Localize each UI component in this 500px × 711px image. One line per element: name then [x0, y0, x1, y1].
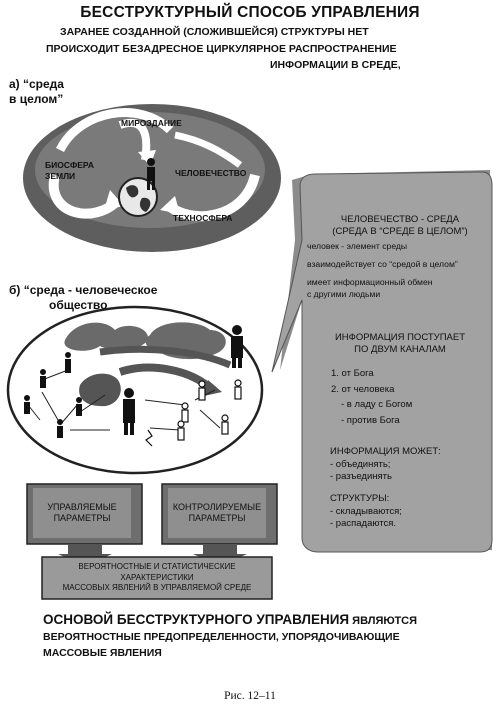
figure-caption: Рис. 12–11 — [224, 690, 276, 702]
statistical-characteristics-box: ВЕРОЯТНОСТНЫЕ И СТАТИСТИЧЕСКИЕ ХАРАКТЕРИ… — [42, 562, 272, 594]
callout-text-1: человек - элемент среды — [307, 241, 408, 251]
managed-line-2: ПАРАМЕТРЫ — [53, 513, 111, 523]
managed-line-1: УПРАВЛЯЕМЫЕ — [47, 502, 117, 512]
info-channels-heading: ИНФОРМАЦИЯ ПОСТУПАЕТ ПО ДВУМ КАНАЛАМ — [312, 332, 488, 356]
info-may-unite: - объединять; — [330, 458, 391, 470]
subtitle-line-2: ПРОИСХОДИТ БЕЗАДРЕСНОЕ ЦИРКУЛЯРНОЕ РАСПР… — [46, 43, 397, 55]
structures-block: СТРУКТУРЫ: - складываются; - распадаются… — [330, 493, 402, 531]
cloud-shape-3 — [79, 373, 121, 407]
info-may-heading: ИНФОРМАЦИЯ МОЖЕТ: — [330, 446, 441, 457]
people-light — [177, 379, 242, 441]
diagram-b-label-line-2: общество — [49, 298, 108, 312]
diagram-b-label: б) “среда - человеческое общество — [9, 283, 157, 313]
channel-human-against-god: - против Бога — [341, 414, 400, 426]
conclusion-line-1: ОСНОВОЙ БЕССТРУКТУРНОГО УПРАВЛЕНИЯ ЯВЛЯЮ… — [43, 612, 417, 627]
channel-human-with-god: - в ладу с Богом — [341, 399, 413, 410]
result-line-2: ХАРАКТЕРИСТИКИ — [120, 572, 194, 582]
label-biosfera-line-2: ЗЕМЛИ — [45, 171, 76, 181]
globe-icon — [118, 177, 158, 217]
info-may-block: ИНФОРМАЦИЯ МОЖЕТ: - объединять; - разъед… — [330, 446, 441, 484]
page-title: БЕССТРУКТУРНЫЙ СПОСОБ УПРАВЛЕНИЯ — [80, 4, 420, 21]
diagram-a-label: а) “среда в целом” — [9, 77, 64, 107]
info-may-divide: - разъединять — [330, 471, 392, 482]
result-line-3: МАССОВЫХ ЯВЛЕНИЙ В УПРАВЛЯЕМОЙ СРЕДЕ — [62, 583, 252, 592]
controlled-line-2: ПАРАМЕТРЫ — [188, 513, 246, 523]
people-dark — [24, 325, 243, 438]
diagram-a-label-line-1: а) “среда — [9, 77, 64, 91]
callout-human-text: человек - элемент среды взаимодействует … — [307, 240, 458, 300]
callout-heading: ЧЕЛОВЕЧЕСТВО - СРЕДА (СРЕДА В “СРЕДЕ В Ц… — [312, 214, 488, 238]
label-tehnosfera: ТЕХНОСФЕРА — [173, 213, 233, 223]
label-biosfera-line-1: БИОСФЕРА — [45, 160, 94, 170]
structures-form: - складываются; — [330, 505, 402, 517]
controlled-line-1: КОНТРОЛИРУЕМЫЕ — [172, 502, 262, 512]
conclusion-line-2: ВЕРОЯТНОСТНЫЕ ПРЕДОПРЕДЕЛЕННОСТИ, УПОРЯД… — [43, 631, 400, 643]
subtitle-line-1: ЗАРАНЕЕ СОЗДАННОЙ (СЛОЖИВШЕЙСЯ) СТРУКТУР… — [60, 26, 369, 38]
subtitle-line-3: ИНФОРМАЦИИ В СРЕДЕ, — [270, 59, 401, 71]
structures-decay: - распадаются. — [330, 518, 397, 529]
controlled-parameters-box: КОНТРОЛИРУЕМЫЕ ПАРАМЕТРЫ — [168, 502, 266, 524]
conclusion-rest: ЯВЛЯЮТСЯ — [349, 615, 418, 627]
callout-bubble — [271, 170, 493, 553]
label-biosfera: БИОСФЕРА ЗЕМЛИ — [45, 160, 94, 182]
callout-heading-line-1: ЧЕЛОВЕЧЕСТВО - СРЕДА — [340, 214, 460, 225]
info-channels-list: 1. от Бога 2. от человека - в ладу с Бог… — [331, 366, 412, 428]
diagram-a-label-line-2: в целом” — [9, 92, 64, 106]
info-heading-line-1: ИНФОРМАЦИЯ ПОСТУПАЕТ — [334, 332, 466, 343]
person-icon-humanity — [147, 158, 155, 190]
result-line-1: ВЕРОЯТНОСТНЫЕ И СТАТИСТИЧЕСКИЕ — [78, 562, 236, 571]
callout-text-3: имеет информационный обмен — [307, 277, 433, 287]
cloud-shape-1 — [64, 322, 149, 351]
managed-parameters-box: УПРАВЛЯЕМЫЕ ПАРАМЕТРЫ — [33, 502, 131, 524]
channel-god: 1. от Бога — [331, 368, 374, 379]
callout-text-2: взаимодействует со “средой в целом” — [307, 259, 458, 269]
info-heading-line-2: ПО ДВУМ КАНАЛАМ — [354, 344, 446, 355]
label-mirozdanie: МИРОЗДАНИЕ — [121, 118, 182, 128]
flow-diagram — [26, 483, 278, 600]
conclusion-bold: ОСНОВОЙ БЕССТРУКТУРНОГО УПРАВЛЕНИЯ — [43, 612, 350, 627]
label-chelovechestvo: ЧЕЛОВЕЧЕСТВО — [175, 168, 247, 178]
conclusion-line-3: МАССОВЫЕ ЯВЛЕНИЯ — [43, 647, 162, 659]
structures-heading: СТРУКТУРЫ: — [330, 493, 390, 504]
society-ellipse — [6, 305, 264, 475]
callout-heading-line-2: (СРЕДА В “СРЕДЕ В ЦЕЛОМ”) — [332, 226, 468, 237]
diagram-b-label-line-1: б) “среда - человеческое — [9, 283, 158, 297]
callout-text-4: с другими людьми — [307, 289, 381, 299]
channel-human: 2. от человека — [331, 383, 395, 395]
